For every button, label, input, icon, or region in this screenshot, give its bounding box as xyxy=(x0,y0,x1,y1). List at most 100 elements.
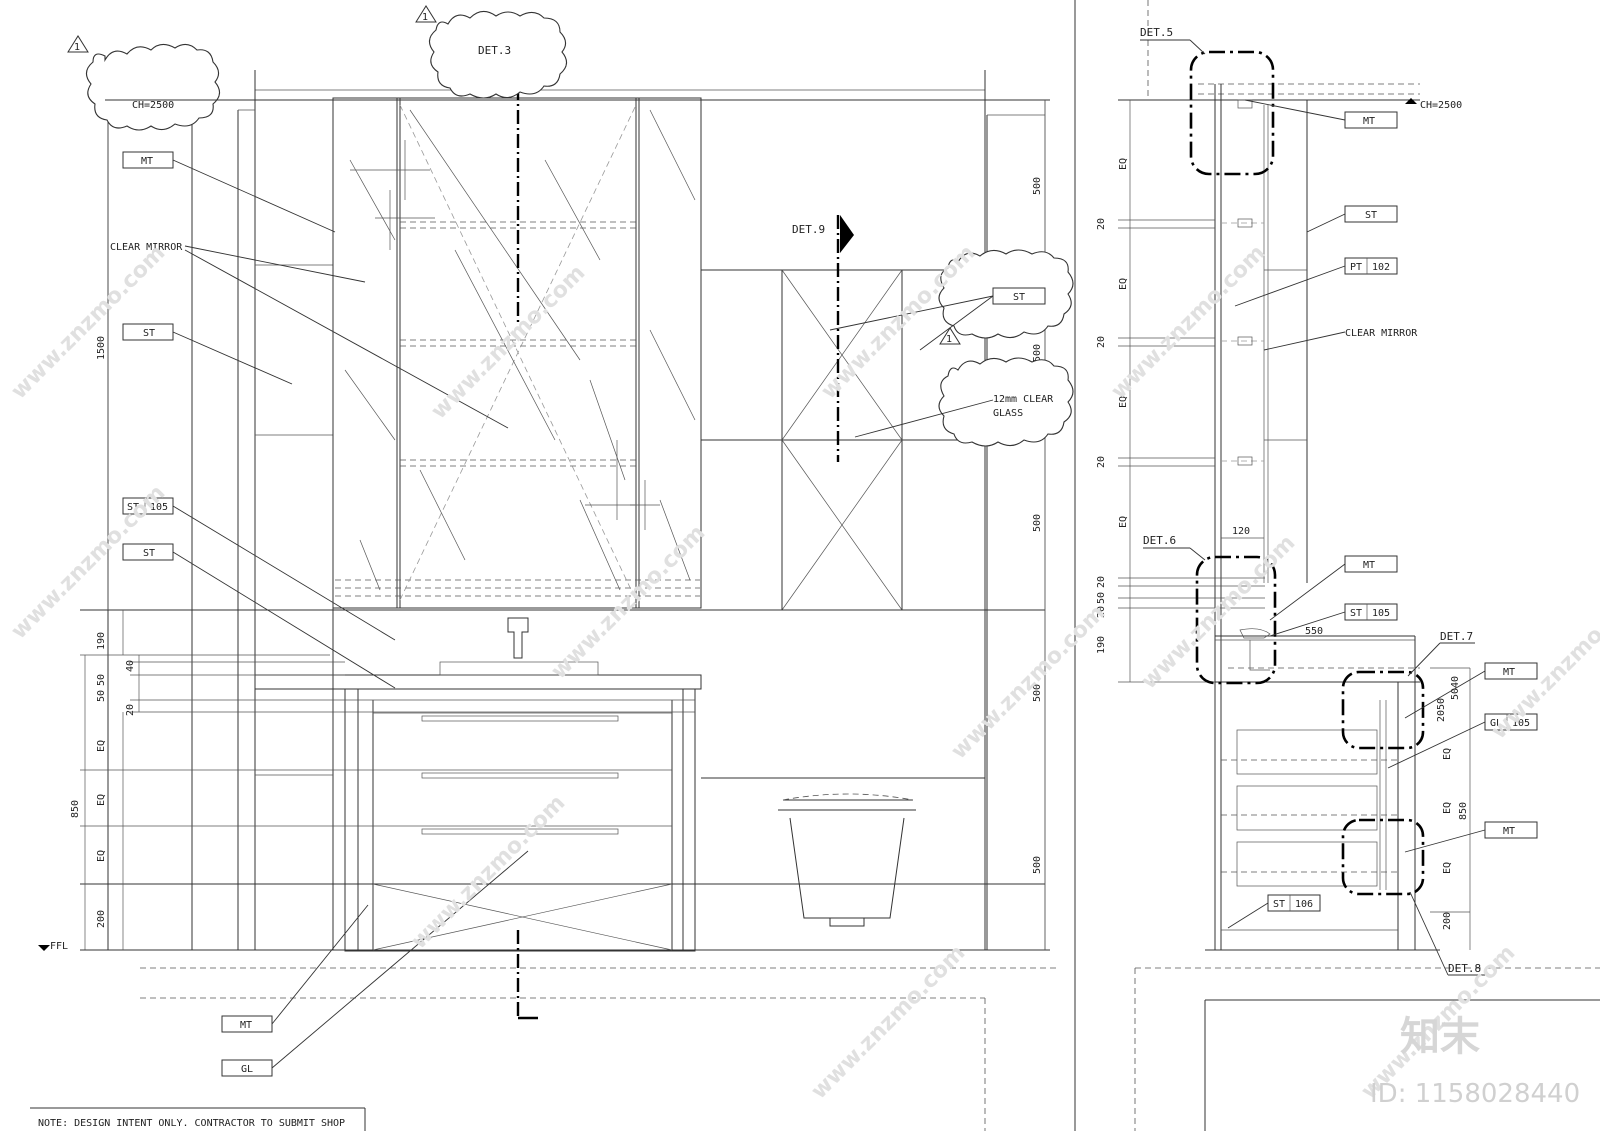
svg-text:1: 1 xyxy=(946,334,952,345)
glass-label: 12mm CLEAR xyxy=(993,394,1054,405)
vanity-countertop xyxy=(254,674,702,690)
dim-label: 550 xyxy=(1305,626,1323,637)
watermark-logo: 知末 xyxy=(1400,1014,1480,1060)
dim-label: EQ xyxy=(1442,802,1453,814)
detail-callout-det5 xyxy=(1189,50,1275,176)
det8-label: DET.8 xyxy=(1448,962,1481,975)
revision-triangle-icon: 1 xyxy=(415,5,437,23)
svg-text:102: 102 xyxy=(1372,262,1390,273)
dim-label: EQ xyxy=(1118,516,1129,528)
dim-label: 500 xyxy=(1032,344,1043,362)
svg-text:ST: ST xyxy=(1350,608,1362,619)
dim-label: EQ xyxy=(1118,396,1129,408)
svg-text:106: 106 xyxy=(1295,899,1313,910)
detail-callout-det8 xyxy=(1341,818,1425,896)
toilet xyxy=(778,799,916,919)
ffl-marker-icon xyxy=(38,945,50,951)
revision-cloud xyxy=(85,43,221,131)
dim-label: 500 xyxy=(1032,684,1043,702)
watermark-text: www.znzmo.com xyxy=(1137,530,1301,694)
svg-text:ST: ST xyxy=(1013,292,1025,303)
elevation-view: 1500 190 40 50 50 20 EQ EQ EQ 850 200 50… xyxy=(30,5,1074,1131)
dim-label: EQ xyxy=(1118,278,1129,290)
watermark-text: www.znzmo.com xyxy=(427,260,591,424)
det5-label: DET.5 xyxy=(1140,26,1173,39)
watermark-text: www.znzmo.com xyxy=(1107,240,1271,404)
watermark-text: www.znzmo.com xyxy=(807,940,971,1104)
revision-cloud xyxy=(938,357,1074,447)
dim-label: 40 xyxy=(125,660,136,672)
basin xyxy=(439,661,599,676)
svg-text:105: 105 xyxy=(1512,718,1530,729)
revision-cloud xyxy=(428,10,568,99)
svg-text:MT: MT xyxy=(1503,826,1515,837)
det3-label: DET.3 xyxy=(478,44,511,57)
glass-label: GLASS xyxy=(993,408,1023,419)
dim-label: EQ xyxy=(1442,862,1453,874)
svg-text:PT: PT xyxy=(1350,262,1362,273)
dim-label: 50 xyxy=(96,674,107,686)
watermark-text: www.znzmo.com xyxy=(7,480,171,644)
ceiling-height-label: CH=2500 xyxy=(1420,100,1462,111)
svg-text:ST: ST xyxy=(1365,210,1377,221)
dim-label: EQ xyxy=(1442,748,1453,760)
svg-text:MT: MT xyxy=(240,1020,252,1031)
svg-text:ST: ST xyxy=(1273,899,1285,910)
svg-text:MT: MT xyxy=(141,156,153,167)
dim-label: 190 xyxy=(1096,636,1107,654)
dim-label: EQ xyxy=(1118,158,1129,170)
clear-mirror-label: CLEAR MIRROR xyxy=(110,242,183,253)
watermark-text: www.znzmo.com xyxy=(7,240,171,404)
ceiling-height-label: CH=2500 xyxy=(132,100,174,111)
det6-label: DET.6 xyxy=(1143,534,1176,547)
dim-label: 20 xyxy=(1096,218,1107,230)
dim-label: 850 xyxy=(70,800,81,818)
revision-triangle-icon: 1 xyxy=(67,35,89,53)
dim-label: 20 xyxy=(125,704,136,716)
dim-label: 20 xyxy=(1096,336,1107,348)
dim-label: 20 xyxy=(1096,456,1107,468)
dim-label: 50 xyxy=(1096,592,1107,604)
svg-text:105: 105 xyxy=(1372,608,1390,619)
dim-label: 2050 xyxy=(1436,698,1447,722)
dim-label: 190 xyxy=(96,632,107,650)
dim-label: 20 xyxy=(1096,576,1107,588)
svg-text:MT: MT xyxy=(1363,116,1375,127)
dim-label: 500 xyxy=(1032,856,1043,874)
dim-label: 120 xyxy=(1232,526,1250,537)
ffl-label: FFL xyxy=(50,941,68,952)
section-view: CH=2500 xyxy=(1096,0,1600,1131)
svg-text:GL: GL xyxy=(1490,718,1502,729)
det9-label: DET.9 xyxy=(792,223,825,236)
dim-label: 850 xyxy=(1458,802,1469,820)
leader-lines xyxy=(172,159,994,1069)
svg-text:ST: ST xyxy=(143,548,155,559)
mirror-cabinet xyxy=(332,97,702,609)
dim-label: 200 xyxy=(1442,912,1453,930)
dim-label: EQ xyxy=(96,850,107,862)
dim-label: 500 xyxy=(1032,177,1043,195)
svg-text:GL: GL xyxy=(241,1064,253,1075)
svg-text:1: 1 xyxy=(422,12,428,23)
dim-label: 20 xyxy=(1096,606,1107,618)
svg-text:MT: MT xyxy=(1503,667,1515,678)
watermark-text: www.znzmo.com xyxy=(547,520,711,684)
watermark-text: www.znzmo.com xyxy=(947,600,1111,764)
svg-text:1: 1 xyxy=(74,42,80,53)
dim-label: EQ xyxy=(96,740,107,752)
svg-text:ST: ST xyxy=(143,328,155,339)
watermark-id: ID: 1158028440 xyxy=(1370,1079,1580,1109)
detail-callout-det7 xyxy=(1341,670,1425,750)
dim-label: 500 xyxy=(1032,514,1043,532)
faucet xyxy=(1239,628,1271,671)
svg-text:105: 105 xyxy=(150,502,168,513)
watermark-text: www.znzmo.com xyxy=(407,790,571,954)
dim-label: 200 xyxy=(96,910,107,928)
svg-text:MT: MT xyxy=(1363,560,1375,571)
dim-label: 1500 xyxy=(96,336,107,360)
revision-triangle-icon: 1 xyxy=(939,327,961,345)
svg-text:ST: ST xyxy=(127,502,139,513)
design-note: NOTE: DESIGN INTENT ONLY. CONTRACTOR TO … xyxy=(38,1118,345,1129)
detail-callout-det6 xyxy=(1195,555,1277,685)
